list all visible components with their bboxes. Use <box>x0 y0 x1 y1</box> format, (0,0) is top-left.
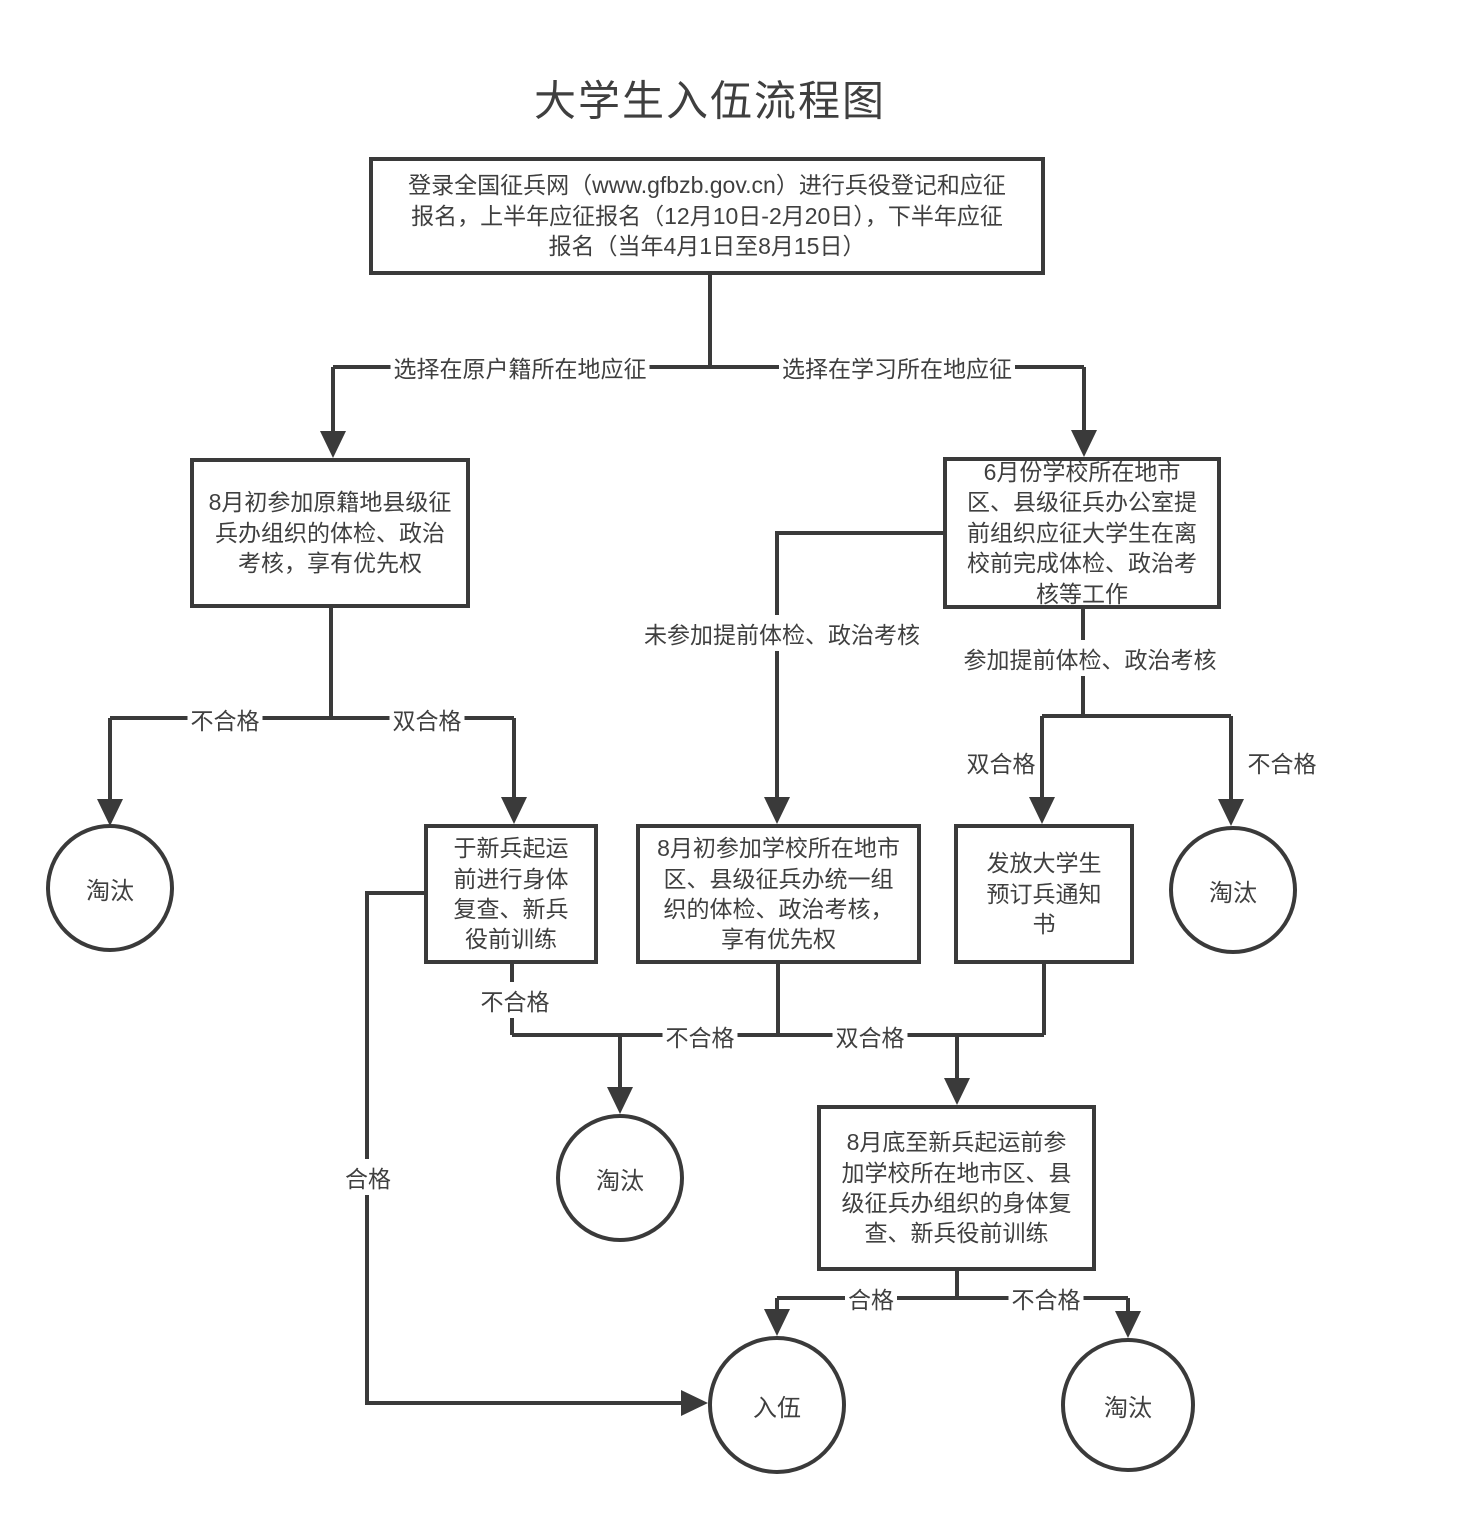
edge-label-early-unqualified: 不合格 <box>1244 744 1320 780</box>
edge-label-hometown-unqualified: 不合格 <box>187 701 263 737</box>
edge-qualified-to-enlist <box>365 891 684 1405</box>
edge-label-recheck-unqualified: 不合格 <box>477 982 553 1018</box>
arrowhead-to-school-recheck <box>944 1078 970 1105</box>
edge-label-choose-school: 选择在学习所在地应征 <box>779 349 1015 385</box>
edge-label-no-early-exam: 未参加提前体检、政治考核 <box>641 615 923 651</box>
arrowhead-to-eliminated-left <box>97 799 123 826</box>
node-hometown-exam: 8月初参加原籍地县级征兵办组织的体检、政治考核，享有优先权 <box>190 458 470 608</box>
terminal-eliminated-middle: 淘汰 <box>556 1114 684 1242</box>
edge-label-early-exam: 参加提前体检、政治考核 <box>960 640 1220 676</box>
edge-label-school-exam-double-qualified: 双合格 <box>832 1018 908 1054</box>
edge-label-early-double-qualified: 双合格 <box>963 744 1039 780</box>
node-notice: 发放大学生预订兵通知书 <box>954 824 1134 964</box>
arrowhead-to-school-office <box>1071 430 1097 457</box>
arrowhead-to-pre-ship-recheck <box>501 797 527 824</box>
terminal-eliminated-right: 淘汰 <box>1169 826 1297 954</box>
edge-label-recheck-qualified: 合格 <box>342 1159 394 1195</box>
edge-label-hometown-double-qualified: 双合格 <box>389 701 465 737</box>
terminal-eliminated-left: 淘汰 <box>46 824 174 952</box>
arrowhead-to-enlist-top <box>764 1309 790 1336</box>
arrowhead-to-eliminated-bottom <box>1115 1311 1141 1338</box>
node-start: 登录全国征兵网（www.gfbzb.gov.cn）进行兵役登记和应征报名，上半年… <box>369 157 1045 275</box>
node-pre-ship-recheck: 于新兵起运前进行身体复查、新兵役前训练 <box>424 824 598 964</box>
terminal-eliminated-bottom: 淘汰 <box>1061 1338 1195 1472</box>
edge-label-school-exam-unqualified: 不合格 <box>662 1018 738 1054</box>
node-school-office: 6月份学校所在地市区、县级征兵办公室提前组织应征大学生在离校前完成体检、政治考核… <box>943 457 1221 609</box>
arrowhead-to-hometown-exam <box>320 431 346 458</box>
terminal-enlist: 入伍 <box>708 1336 846 1474</box>
edge-label-bottom-unqualified: 不合格 <box>1008 1280 1084 1316</box>
edge-no-early-exam <box>775 531 944 800</box>
edge-label-choose-hometown: 选择在原户籍所在地应征 <box>390 349 650 385</box>
edge-label-bottom-qualified: 合格 <box>845 1280 897 1316</box>
node-school-exam: 8月初参加学校所在地市区、县级征兵办统一组织的体检、政治考核，享有优先权 <box>636 824 921 964</box>
arrowhead-to-notice <box>1029 797 1055 824</box>
arrowhead-to-enlist-left <box>681 1390 708 1416</box>
arrowhead-to-school-exam <box>764 797 790 824</box>
arrowhead-to-eliminated-right <box>1218 799 1244 826</box>
page-title: 大学生入伍流程图 <box>533 77 887 125</box>
arrowhead-to-eliminated-middle <box>607 1087 633 1114</box>
node-school-recheck: 8月底至新兵起运前参加学校所在地市区、县级征兵办组织的身体复查、新兵役前训练 <box>817 1105 1096 1271</box>
